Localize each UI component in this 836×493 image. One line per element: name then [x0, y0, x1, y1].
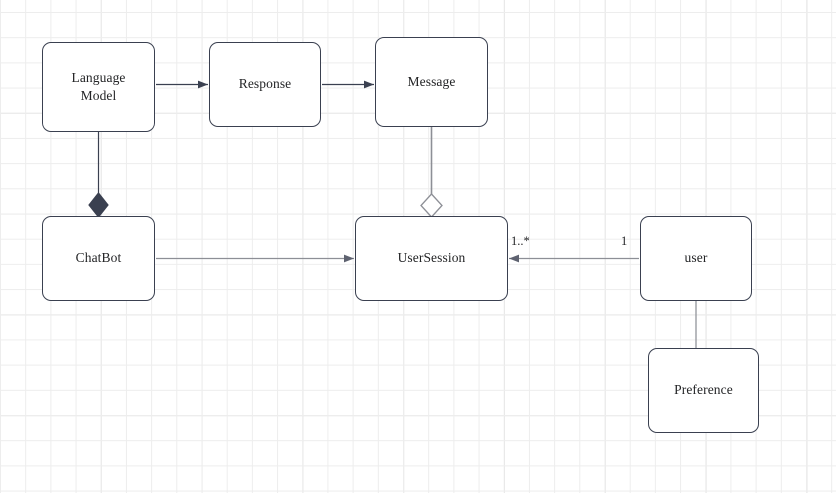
node-chatbot[interactable]: ChatBot [42, 216, 155, 301]
node-user-label: user [684, 250, 708, 266]
edge-language-model-to-chatbot [88, 132, 109, 218]
node-usersession[interactable]: UserSession [355, 216, 508, 301]
node-response-label: Response [238, 76, 292, 92]
hollow-diamond-icon [420, 193, 443, 218]
multiplicity-usersession-end: 1..* [511, 234, 530, 248]
node-language-model-label: Language Model [71, 69, 126, 103]
node-response[interactable]: Response [209, 42, 321, 127]
node-language-model[interactable]: Language Model [42, 42, 155, 132]
node-user[interactable]: user [640, 216, 752, 301]
node-message[interactable]: Message [375, 37, 488, 127]
node-preference[interactable]: Preference [648, 348, 759, 433]
edge-message-to-usersession [420, 127, 443, 218]
multiplicity-user-end: 1 [621, 234, 628, 248]
node-message-label: Message [407, 73, 456, 89]
node-preference-label: Preference [674, 382, 733, 398]
node-chatbot-label: ChatBot [75, 250, 122, 266]
node-usersession-label: UserSession [397, 250, 466, 266]
filled-diamond-icon [88, 192, 109, 218]
